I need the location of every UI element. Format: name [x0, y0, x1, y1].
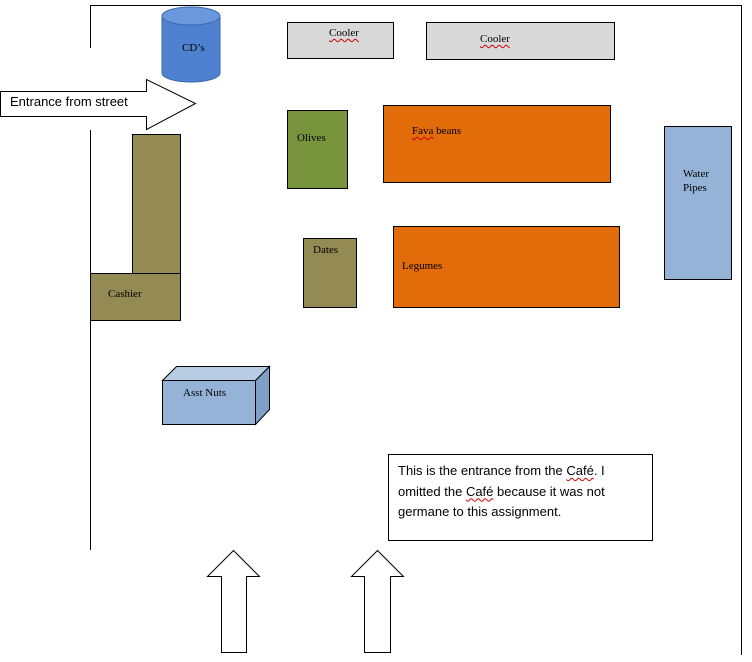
cooler-2-shape — [426, 22, 615, 60]
cafe-note-line2: omitted the Café because it was not — [398, 483, 605, 499]
cafe-note-box — [388, 454, 653, 541]
legumes-shape — [393, 226, 620, 308]
cafe-entrance-arrow-right — [350, 549, 405, 653]
cd-cylinder — [161, 6, 221, 83]
dates-shape — [303, 238, 357, 308]
fava-word: Fava — [412, 125, 434, 137]
fava-beans-label: Fava beans — [412, 124, 461, 138]
water-pipes-label: Water Pipes — [683, 167, 709, 195]
cds-label: CD’s — [182, 42, 205, 54]
cashier-shape — [90, 273, 181, 321]
cooler-1-shape — [287, 22, 394, 59]
cafe-entrance-arrow-left — [206, 549, 261, 653]
olives-label: Olives — [297, 132, 326, 144]
dates-label: Dates — [313, 244, 339, 256]
cafe-note-line1: This is the entrance from the Café. I — [398, 463, 605, 478]
cafe-note-line3: germane to this assignment. — [398, 504, 562, 519]
olives-shape — [287, 110, 348, 189]
cafe-note-text: This is the entrance from the Café. I om… — [398, 461, 648, 523]
street-entrance-label: Entrance from street — [10, 94, 128, 109]
asst-nuts-box — [161, 365, 271, 426]
beans-word: beans — [436, 125, 462, 137]
water-pipes-line2: Pipes — [683, 182, 707, 194]
cooler-1-label: Cooler — [329, 27, 359, 39]
legumes-label: Legumes — [402, 260, 443, 272]
street-entrance-arrow — [0, 78, 197, 131]
cashier-label: Cashier — [108, 288, 142, 300]
asst-nuts-label: Asst Nuts — [183, 387, 227, 399]
cooler-2-label: Cooler — [480, 33, 510, 45]
water-pipes-line1: Water — [683, 168, 709, 180]
counter-vertical-shape — [132, 134, 181, 275]
water-pipes-shape — [664, 126, 732, 280]
fava-beans-shape — [383, 105, 611, 183]
